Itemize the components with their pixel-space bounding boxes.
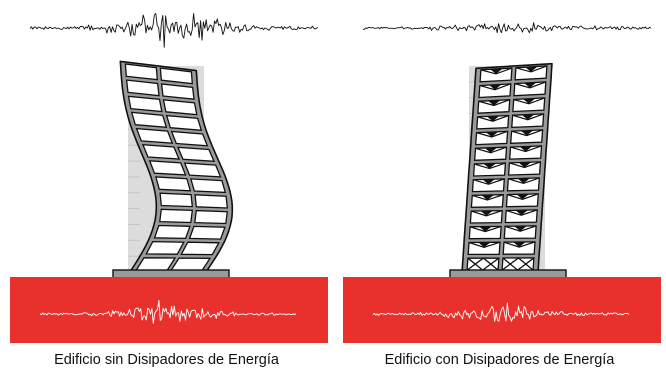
floor-bay: [125, 79, 160, 97]
ground-block: [10, 277, 328, 343]
damper-brace: [511, 129, 543, 137]
damper-device: [514, 226, 527, 232]
floor-bay: [160, 83, 195, 100]
floor-bay: [155, 176, 192, 192]
damper-device: [480, 210, 493, 216]
floor-bay: [124, 63, 159, 81]
damper-device: [518, 162, 532, 168]
damper-device: [513, 242, 526, 248]
caption-with-dissipators: Edificio con Disipadores de Energía: [384, 352, 615, 368]
floor-bay: [188, 225, 226, 240]
damper-device: [521, 114, 535, 120]
damper-brace: [476, 130, 508, 138]
damper-brace: [508, 177, 540, 185]
floor-bay: [135, 127, 174, 144]
damper-brace: [480, 67, 513, 75]
damper-device: [481, 194, 494, 201]
floor-bay: [159, 67, 194, 85]
damper-brace: [512, 113, 544, 121]
damper-device: [520, 130, 534, 136]
floor-bay: [180, 241, 220, 256]
floor-bay: [194, 194, 229, 209]
damper-device: [485, 131, 499, 137]
damper-device: [486, 116, 500, 122]
ground-seismograph-trace: [39, 299, 297, 324]
damper-device: [524, 82, 537, 88]
damper-brace: [510, 145, 542, 153]
damper-device: [523, 98, 536, 104]
floor-bay: [183, 162, 222, 178]
top-seismograph-trace: [362, 22, 652, 34]
floor-bay: [159, 208, 194, 224]
damper-brace: [474, 162, 506, 170]
floor-bay: [176, 146, 216, 163]
damper-device: [490, 68, 503, 74]
floor-bay: [194, 209, 229, 225]
damper-brace: [477, 114, 509, 122]
ground-block: [343, 277, 661, 343]
damper-brace: [507, 193, 539, 200]
floor-bay: [153, 224, 191, 240]
damper-brace: [470, 209, 503, 217]
damper-device: [519, 146, 533, 152]
floor-bay: [170, 130, 209, 147]
floor-bay: [130, 111, 168, 129]
floor-bay: [165, 114, 203, 132]
damper-device: [516, 194, 529, 200]
floor-bay: [466, 257, 500, 271]
floor-bay: [148, 160, 187, 176]
damper-device: [488, 100, 501, 106]
floor-bay: [141, 143, 181, 160]
damper-device: [483, 163, 497, 169]
floor-bay: [501, 257, 535, 271]
damper-device: [525, 66, 538, 72]
damper-brace: [514, 81, 547, 89]
damper-brace: [515, 65, 548, 73]
damper-device: [482, 179, 495, 185]
building-base-slab: [112, 269, 230, 279]
floor-bay: [190, 178, 227, 194]
floor-bay: [170, 257, 212, 271]
damper-brace: [466, 257, 499, 271]
damper-device: [517, 178, 530, 184]
damper-device: [484, 147, 498, 153]
damper-brace: [479, 83, 512, 91]
floor-bay: [145, 240, 185, 255]
damper-device: [478, 242, 491, 248]
building-base-slab: [449, 269, 567, 279]
damper-brace: [501, 257, 534, 271]
caption-without-dissipators: Edificio sin Disipadores de Energía: [54, 352, 279, 368]
panel-without-dissipators: [10, 13, 328, 343]
floor-bay: [127, 95, 163, 113]
top-seismograph-trace: [29, 13, 319, 48]
ground-seismograph-trace: [372, 302, 630, 322]
damper-device: [479, 226, 492, 232]
floor-bay: [159, 192, 194, 208]
damper-device: [515, 210, 528, 216]
damper-brace: [503, 241, 536, 248]
floor-bay: [135, 257, 177, 271]
panel-with-dissipators: [343, 22, 661, 343]
damper-brace: [473, 178, 505, 185]
damper-device: [489, 84, 502, 90]
floor-bay: [162, 99, 198, 116]
